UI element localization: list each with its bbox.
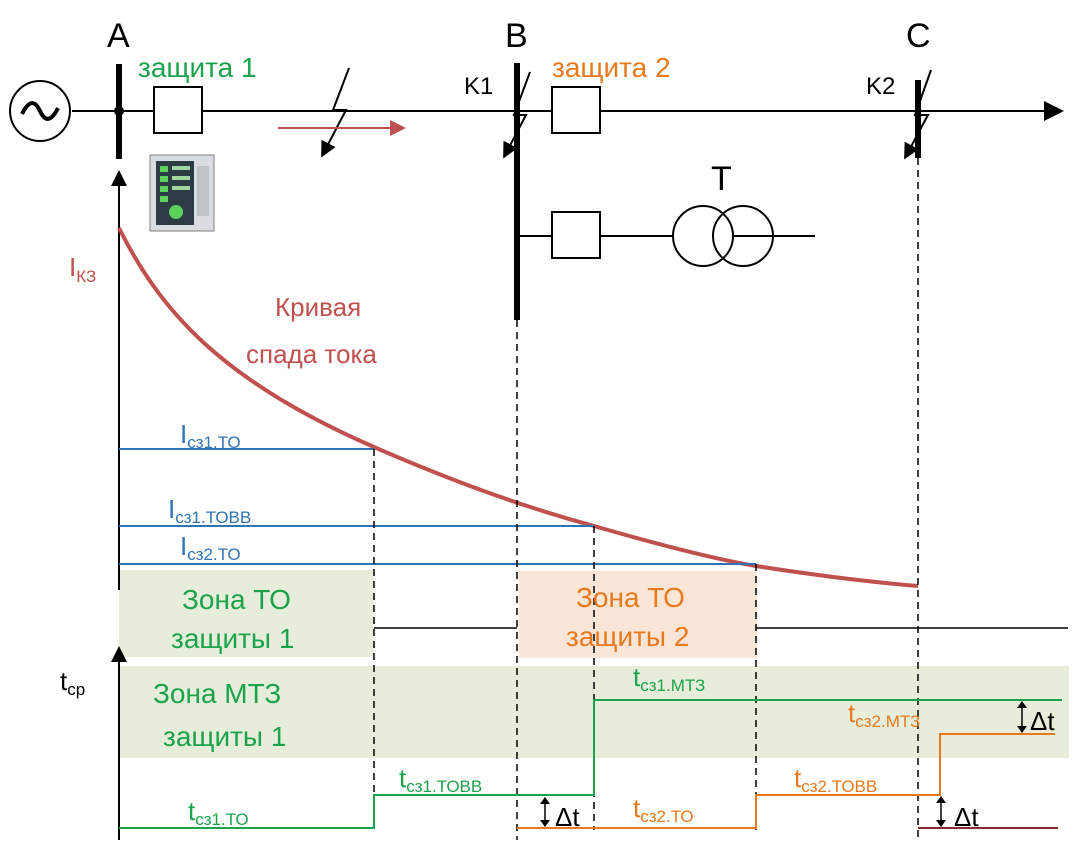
zone-to1-bg [119, 570, 374, 657]
protection-2-label: защита 2 [552, 52, 671, 83]
bus-a-node [114, 106, 124, 116]
delta-t-marker-3 [1017, 701, 1027, 733]
lightning-fault-icon [904, 69, 932, 160]
bus-b-label: B [505, 17, 528, 55]
threshold-i-sz1-to-label: Iсз1.ТО [180, 419, 241, 452]
fault-k1-label: K1 [464, 73, 493, 100]
zone-to2-label-2: защиты 2 [566, 621, 689, 652]
time-axis-label: tср [60, 666, 85, 699]
t-sz1-tovv-label: tсз1.ТОВВ [399, 763, 482, 796]
fault-k2-label: K2 [866, 73, 895, 100]
t-sz2-tovv-label: tсз2.ТОВВ [794, 763, 877, 796]
transformer-label: Т [711, 160, 732, 198]
breaker-2[interactable] [551, 86, 601, 134]
delta-t-marker-1 [540, 797, 550, 827]
lightning-fault-icon [503, 71, 531, 159]
zone-to1-label-2: защиты 1 [171, 623, 294, 654]
time-characteristic-1 [119, 699, 1062, 829]
t-sz2-mtz-label: tсз2.МТЗ [848, 698, 920, 731]
curve-label-1: Кривая [275, 292, 361, 322]
current-decay-curve [117, 227, 919, 588]
t-sz1-to-label: tсз1.ТО [188, 796, 249, 829]
current-axis-label: IКЗ [69, 252, 96, 286]
bus-a-label: A [107, 17, 130, 55]
zone-to2-label-1: Зона ТО [576, 582, 685, 613]
relay-device-icon [149, 154, 215, 232]
lightning-fault-icon [321, 67, 350, 158]
zone-mtz1-label-1: Зона МТЗ [153, 678, 281, 709]
delta-t-label-1: Δt [555, 802, 580, 832]
curve-label-2: спада тока [246, 339, 377, 369]
transformer-icon [672, 205, 774, 267]
delta-t-label-3: Δt [1030, 706, 1055, 736]
ac-source-icon [9, 80, 71, 142]
t-sz1-mtz-label: tсз1.МТЗ [633, 662, 705, 695]
zone-to1-label-1: Зона ТО [182, 584, 291, 615]
zone-to2-bg [519, 571, 757, 658]
breaker-1[interactable] [153, 86, 203, 134]
threshold-i-sz2-to-label: Iсз2.ТО [180, 531, 241, 564]
delta-t-marker-2 [936, 796, 946, 827]
breaker-transformer[interactable] [551, 211, 601, 259]
delta-t-label-2: Δt [954, 802, 979, 832]
threshold-i-sz1-tovv-label: Iсз1.ТОВВ [168, 494, 251, 527]
time-characteristic-2 [517, 733, 1055, 829]
protection-1-label: защита 1 [138, 52, 257, 83]
bus-c-label: C [906, 17, 931, 55]
t-sz2-to-label: tсз2.ТО [633, 793, 694, 826]
zone-mtz1-label-2: защиты 1 [163, 721, 286, 752]
